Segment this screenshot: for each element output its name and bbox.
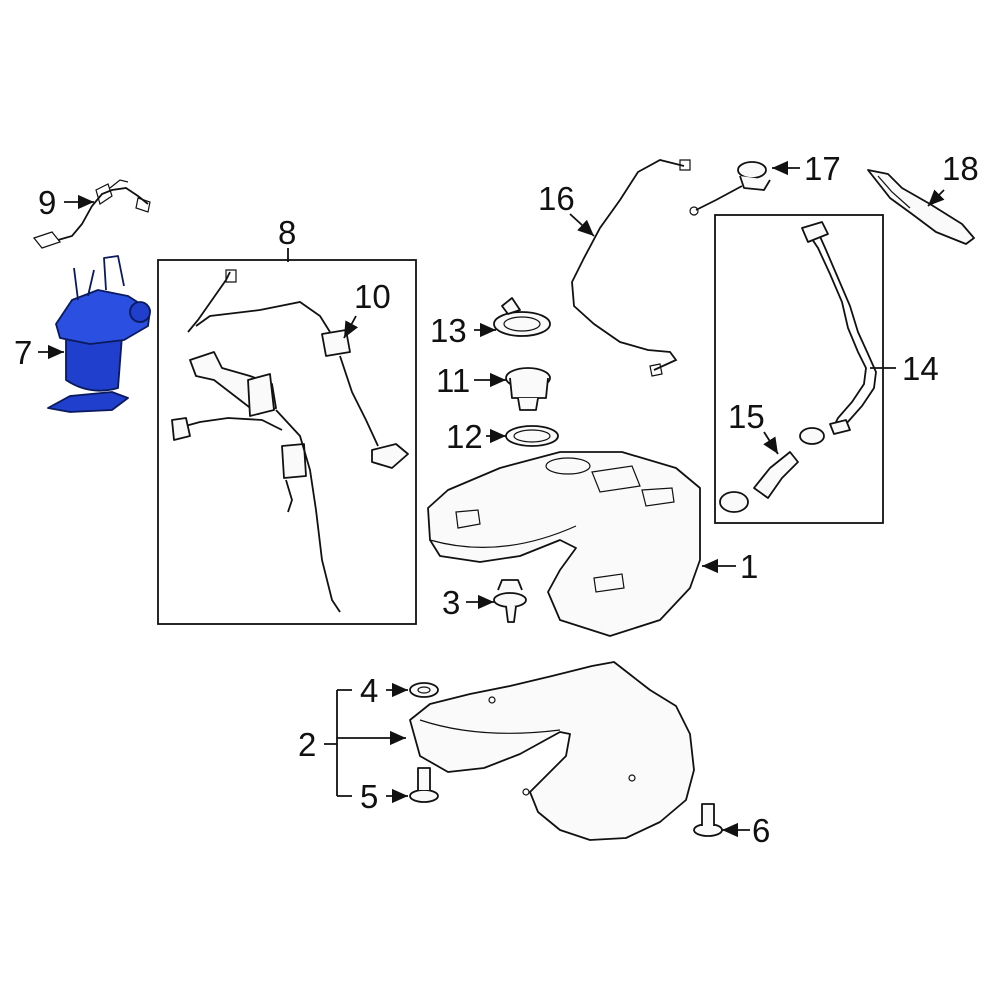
callout-5: 5 bbox=[360, 778, 378, 815]
callout-18: 18 bbox=[942, 150, 979, 187]
callout-4: 4 bbox=[360, 672, 378, 709]
fuel-level-sender-assembly bbox=[171, 351, 341, 613]
callout-6: 6 bbox=[752, 812, 770, 849]
callout-2: 2 bbox=[298, 726, 316, 763]
callout-15: 15 bbox=[728, 398, 765, 435]
pump-float bbox=[129, 301, 151, 323]
filler-pipe bbox=[801, 221, 877, 435]
callout-1: 1 bbox=[740, 548, 758, 585]
sensor-wire-harness bbox=[32, 179, 151, 249]
vent-hose bbox=[571, 159, 691, 377]
filler-hose-with-clamps bbox=[719, 427, 825, 513]
callout-10: 10 bbox=[354, 278, 391, 315]
vent-valve bbox=[689, 161, 771, 216]
fuel-tank bbox=[427, 451, 701, 637]
tank-shield-plate bbox=[409, 661, 695, 841]
o-ring-seal bbox=[505, 425, 559, 447]
stud-6 bbox=[693, 803, 723, 837]
callout-7: 7 bbox=[14, 334, 32, 371]
callout-3: 3 bbox=[442, 584, 460, 621]
callout-16: 16 bbox=[538, 180, 575, 217]
leader-lines bbox=[38, 160, 945, 838]
callout-13: 13 bbox=[430, 312, 467, 349]
callout-12: 12 bbox=[446, 418, 483, 455]
assembly-box-14 bbox=[714, 214, 884, 524]
callout-labels: 1 2 3 4 5 6 7 8 9 10 11 12 13 14 15 16 1… bbox=[14, 150, 979, 849]
assembly-box-8 bbox=[157, 259, 417, 625]
fastener-3 bbox=[493, 579, 527, 623]
callout-11: 11 bbox=[436, 362, 470, 399]
washer-4 bbox=[409, 682, 439, 698]
callout-14: 14 bbox=[902, 350, 939, 387]
callout-8: 8 bbox=[278, 214, 296, 251]
fuel-pump-module-highlighted[interactable] bbox=[47, 255, 151, 413]
callout-9: 9 bbox=[38, 184, 56, 221]
sender-wiring bbox=[187, 269, 409, 469]
bolt-5 bbox=[409, 767, 439, 803]
heat-shield bbox=[867, 169, 975, 245]
pump-pipes bbox=[73, 255, 125, 301]
callout-17: 17 bbox=[804, 150, 841, 187]
pump-bracket bbox=[47, 391, 129, 413]
lock-ring bbox=[493, 297, 551, 337]
pump-cap bbox=[505, 367, 551, 411]
